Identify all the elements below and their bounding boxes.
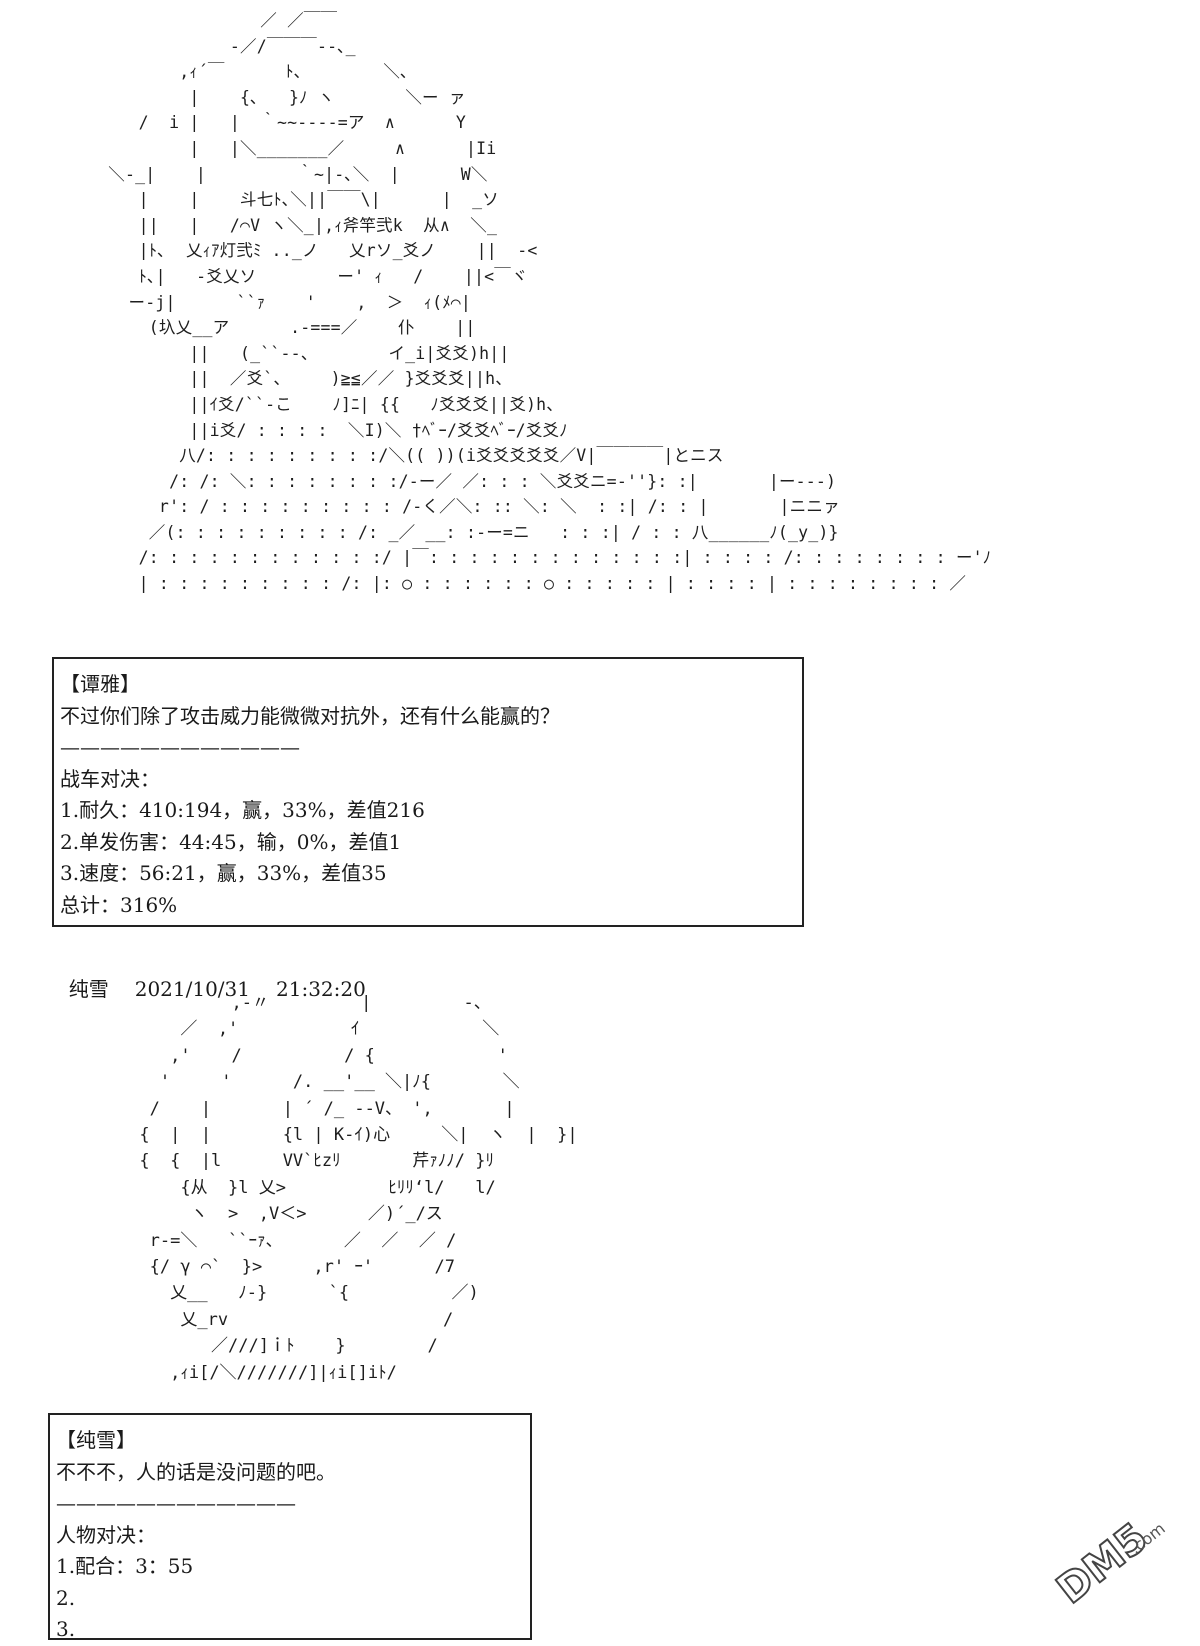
list-item: 2.单发伤害：44:45，输，0%，差值1 — [60, 829, 402, 854]
dialogue-text: 不过你们除了攻击威力能微微对抗外，还有什么能赢的？ — [60, 703, 560, 728]
watermark-text: DM5 — [1049, 1515, 1157, 1609]
list-item: 1.耐久：410:194，赢，33%，差值216 — [60, 798, 425, 822]
total-line: 总计：316% — [60, 892, 178, 917]
post-author: 纯雪 — [68, 977, 109, 1001]
speaker-label: 【纯雪】 — [56, 1428, 136, 1452]
post-header: 纯雪 2021/10/31 21:32:20 — [56, 950, 366, 1002]
list-item: 3.速度：56:21，赢，33%，差值35 — [60, 861, 387, 885]
section-title: 战车对决： — [60, 766, 160, 791]
dialogue-box-tanya: 【谭雅】 不过你们除了攻击威力能微微对抗外，还有什么能赢的？ —————————… — [52, 657, 804, 927]
dialogue-text: 不不不，人的话是没问题的吧。 — [56, 1459, 336, 1484]
ascii-art-bottom: ,-〃 | -、 ／ ,' ｲ ＼ ,' / / { ' ' ' /. __'_… — [139, 993, 578, 1383]
post-time: 21:32:20 — [276, 977, 366, 1001]
list-item: 1.配合：3：55 — [56, 1554, 194, 1578]
ascii-art-top: ／ ／￣￣ -／/￣￣￣‐‐､_ ,ｨ´￣ ﾄ､ ＼､ | {､ }ﾉ ヽ ＼ー… — [108, 11, 992, 594]
dialogue-box-chunxue: 【纯雪】 不不不，人的话是没问题的吧。 ———————————— 人物对决： 1… — [48, 1413, 532, 1641]
post-date: 2021/10/31 — [134, 977, 250, 1001]
list-item: 2. — [56, 1585, 76, 1610]
divider-line: ———————————— — [56, 1491, 296, 1515]
speaker-label: 【谭雅】 — [60, 672, 140, 696]
section-title: 人物对决： — [56, 1522, 156, 1547]
dm5-watermark-logo: DM5 .com — [1048, 1514, 1169, 1609]
divider-line: ———————————— — [60, 735, 300, 759]
list-item: 3. — [56, 1617, 76, 1641]
